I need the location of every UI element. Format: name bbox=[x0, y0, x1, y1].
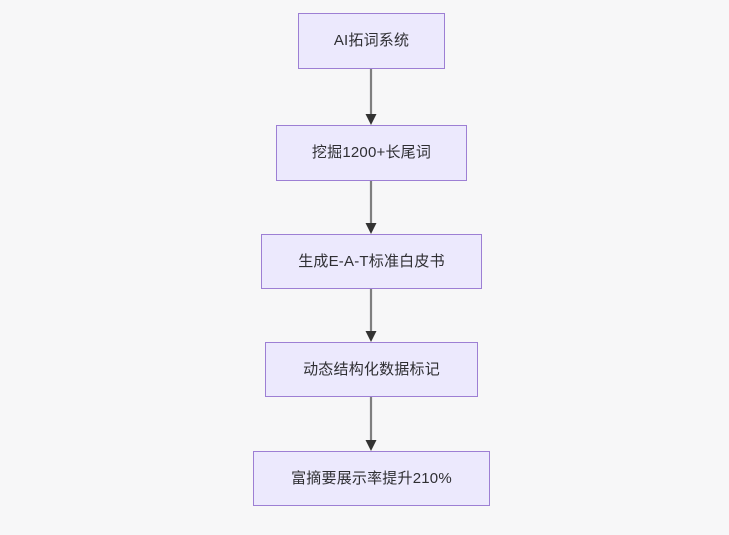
arrow-head-icon bbox=[365, 223, 377, 234]
arrow-head-icon bbox=[365, 114, 377, 125]
arrow-head-icon bbox=[365, 331, 377, 342]
flow-node-label: 动态结构化数据标记 bbox=[303, 360, 440, 378]
flow-node-label: 富摘要展示率提升210% bbox=[291, 469, 452, 487]
flow-node-n4[interactable]: 动态结构化数据标记 bbox=[265, 342, 478, 397]
flow-node-label: 挖掘1200+长尾词 bbox=[311, 144, 432, 161]
arrow-head-icon bbox=[365, 440, 377, 451]
flow-node-label: 生成E-A-T标准白皮书 bbox=[298, 252, 445, 270]
flow-node-label: AI拓词系统 bbox=[333, 32, 410, 49]
flow-node-n3[interactable]: 生成E-A-T标准白皮书 bbox=[261, 234, 482, 289]
flow-node-n5[interactable]: 富摘要展示率提升210% bbox=[253, 451, 490, 506]
flow-node-n2[interactable]: 挖掘1200+长尾词 bbox=[276, 125, 467, 181]
flow-node-n1[interactable]: AI拓词系统 bbox=[298, 13, 445, 69]
